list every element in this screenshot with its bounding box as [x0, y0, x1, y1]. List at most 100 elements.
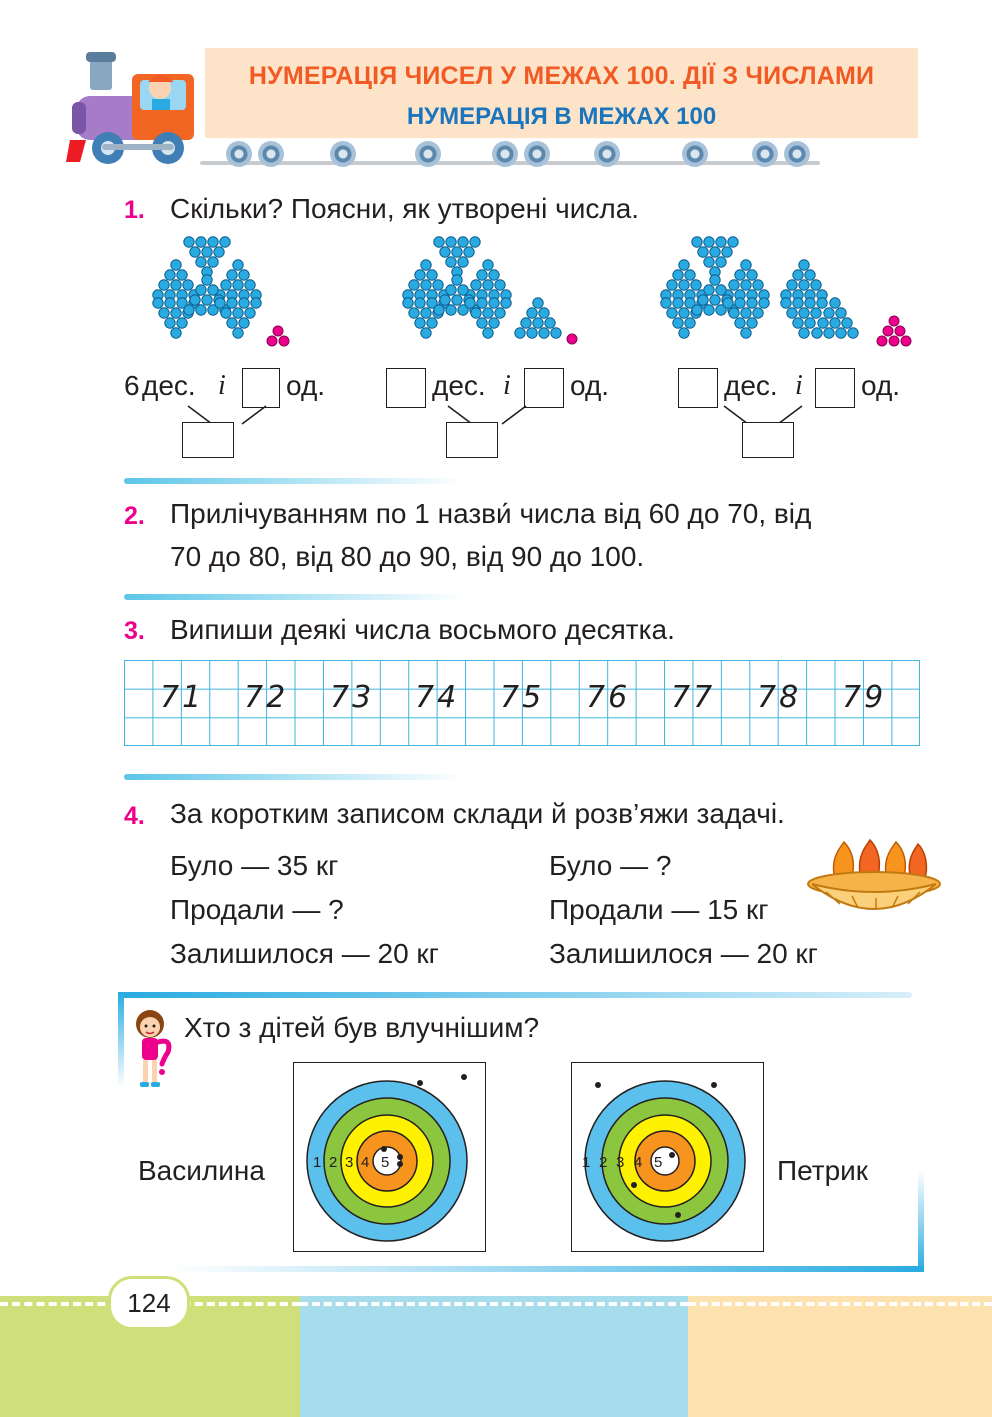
hit-mark — [595, 1082, 601, 1088]
task-text: За коротким записом склади й розв’яжи за… — [170, 798, 785, 829]
counting-dots-illustration — [140, 235, 912, 347]
wagon-wheel — [784, 141, 810, 167]
hit-mark — [675, 1212, 681, 1218]
header-banner — [205, 48, 918, 138]
task-text-line: 70 до 80, від 80 до 90, від 90 до 100. — [170, 541, 645, 572]
task-number: 2. — [124, 502, 145, 530]
wagon-wheel — [258, 141, 284, 167]
problem-line: Залишилося — 20 кг — [549, 938, 818, 969]
handwritten-number: 74 — [415, 680, 460, 715]
page-number: 124 — [108, 1276, 190, 1330]
wagon-wheel — [492, 141, 518, 167]
task-text-line: Прилічуванням по 1 назви́ числа від 60 д… — [170, 498, 812, 529]
tens-answer-box[interactable] — [386, 368, 426, 408]
number-answer-box[interactable] — [446, 422, 498, 458]
ring-label: 4 — [634, 1154, 642, 1171]
task-text: Скільки? Поясни, як утворені числа. — [170, 193, 640, 224]
wagon-wheel — [330, 141, 356, 167]
ring-label: 3 — [345, 1154, 353, 1171]
problem-line: Продали — 15 кг — [549, 894, 769, 925]
ring-label: 3 — [616, 1154, 624, 1171]
tens-label: дес. — [142, 370, 196, 401]
task-number: 4. — [124, 802, 145, 830]
problem-line: Було — ? — [549, 850, 672, 881]
footer-dashes — [688, 1302, 992, 1306]
player-name-left: Василина — [138, 1155, 265, 1186]
bonus-right-border — [918, 1170, 924, 1272]
problem-line: Залишилося — 20 кг — [170, 938, 439, 969]
hit-mark — [669, 1152, 675, 1158]
ring-label: 2 — [599, 1154, 607, 1171]
number-answer-box[interactable] — [182, 422, 234, 458]
and-label: і — [218, 370, 226, 401]
number-answer-box[interactable] — [742, 422, 794, 458]
and-label: і — [503, 370, 511, 401]
problem-line: Продали — ? — [170, 894, 344, 925]
problem-line: Було — 35 кг — [170, 850, 339, 881]
handwritten-number: 73 — [330, 680, 375, 715]
bracket-lines — [447, 405, 527, 425]
units-answer-box[interactable] — [242, 368, 280, 408]
task-text: Випиши деякі числа восьмого десятка. — [170, 614, 675, 645]
bonus-bottom-border — [170, 1266, 924, 1272]
ring-label: 2 — [329, 1154, 337, 1171]
handwritten-number: 75 — [500, 680, 545, 715]
hit-mark — [417, 1080, 423, 1086]
target-ring-5 — [372, 1146, 402, 1176]
wagon-wheel — [524, 141, 550, 167]
footer-band-peach — [688, 1296, 992, 1417]
pear-basket-illustration — [807, 838, 941, 910]
units-label: од. — [286, 370, 326, 401]
target-left: 1 2 3 4 5 — [306, 1074, 468, 1242]
wagon-wheel — [594, 141, 620, 167]
train-illustration — [66, 52, 194, 164]
section-divider — [124, 478, 464, 484]
units-answer-box[interactable] — [815, 368, 855, 408]
bonus-left-border — [118, 992, 124, 1088]
player-name-right: Петрик — [777, 1155, 869, 1186]
chapter-title: НУМЕРАЦІЯ ЧИСЕЛ У МЕЖАХ 100. ДІЇ З ЧИСЛА… — [248, 62, 875, 90]
ring-label: 5 — [381, 1154, 389, 1171]
units-answer-box[interactable] — [524, 368, 564, 408]
ring-label: 4 — [361, 1154, 369, 1171]
tens-value: 6 — [124, 370, 140, 401]
section-divider — [124, 774, 464, 780]
footer-band-blue — [300, 1296, 688, 1417]
target-frame-right: 1 2 3 4 5 — [571, 1062, 764, 1252]
exercise-grid — [124, 660, 920, 746]
handwritten-number: 76 — [586, 680, 631, 715]
bonus-top-border — [118, 992, 912, 998]
ring-label: 5 — [654, 1154, 662, 1171]
units-label: од. — [861, 370, 901, 401]
footer-dashes — [300, 1302, 688, 1306]
handwritten-number: 79 — [842, 680, 887, 715]
section-divider — [124, 594, 464, 600]
and-label: і — [795, 370, 803, 401]
girl-question-icon — [136, 1010, 172, 1087]
section-title: НУМЕРАЦІЯ В МЕЖАХ 100 — [406, 103, 717, 130]
hit-mark — [631, 1182, 637, 1188]
hit-mark — [711, 1082, 717, 1088]
task-number: 1. — [124, 196, 145, 224]
bracket-lines — [723, 405, 803, 425]
bracket-lines — [187, 405, 267, 425]
hit-mark — [397, 1154, 403, 1160]
tens-answer-box[interactable] — [678, 368, 718, 408]
handwritten-number: 71 — [160, 680, 205, 715]
bonus-question: Хто з дітей був влучнішим? — [184, 1012, 540, 1043]
wagon-wheel — [682, 141, 708, 167]
tens-label: дес. — [432, 370, 486, 401]
ring-label: 1 — [582, 1154, 590, 1171]
target-right: 1 2 3 4 5 — [582, 1080, 746, 1242]
task-number: 3. — [124, 617, 145, 645]
handwritten-number: 72 — [244, 680, 289, 715]
ring-label: 1 — [313, 1154, 321, 1171]
hit-mark — [461, 1074, 467, 1080]
target-frame-left: 1 2 3 4 5 — [293, 1062, 486, 1252]
wagon-wheel — [415, 141, 441, 167]
wagon-wheel — [226, 141, 252, 167]
hit-mark — [381, 1146, 387, 1152]
handwritten-number: 78 — [757, 680, 802, 715]
wagon-wheel — [752, 141, 778, 167]
hit-mark — [397, 1161, 403, 1167]
